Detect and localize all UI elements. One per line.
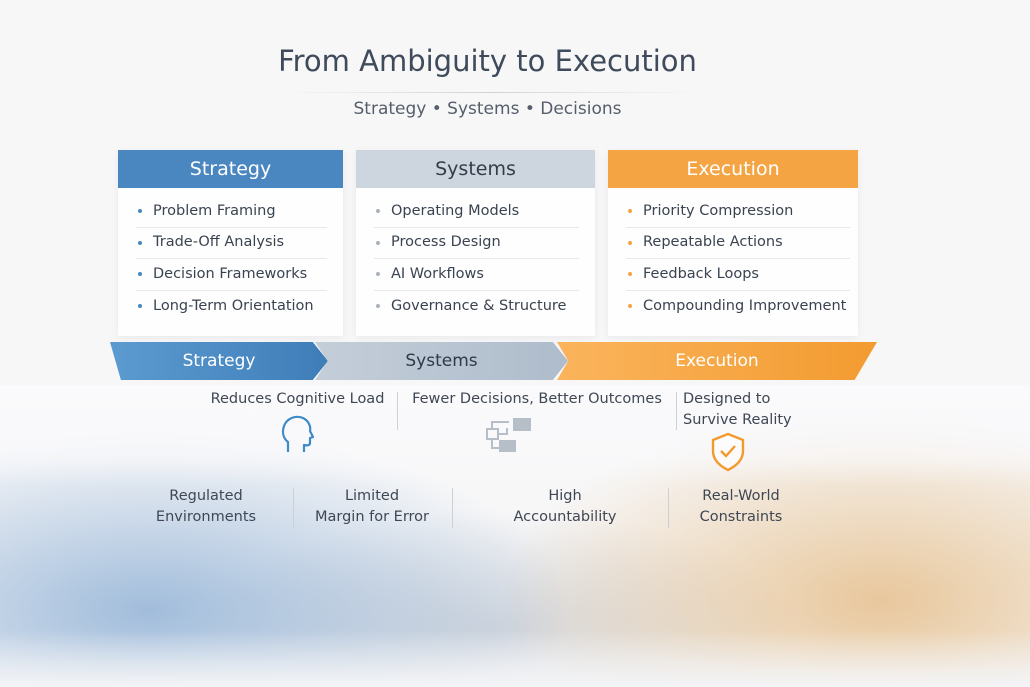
bullet-icon (376, 272, 380, 277)
strategy-card: Strategy Problem Framing Trade-Off Analy… (118, 150, 343, 336)
background-fade (0, 630, 1030, 687)
card-header: Strategy (118, 150, 343, 188)
card-header: Execution (608, 150, 858, 188)
bullet-icon (138, 304, 142, 309)
list-item: Governance & Structure (374, 291, 579, 323)
item-label: Governance & Structure (391, 297, 567, 314)
item-label: Long-Term Orientation (153, 297, 314, 314)
list-item: Decision Frameworks (136, 259, 327, 291)
bullet-icon (138, 240, 142, 245)
context-line: Limited (344, 488, 400, 504)
systems-card: Systems Operating Models Process Design … (356, 150, 595, 336)
list-item: Priority Compression (626, 196, 850, 228)
item-label: AI Workflows (391, 265, 484, 282)
list-item: Problem Framing (136, 196, 327, 228)
bullet-icon (628, 209, 632, 214)
title-divider (280, 92, 700, 93)
flow-label: Execution (675, 351, 759, 371)
item-label: Process Design (391, 234, 501, 251)
bullet-icon (376, 304, 380, 309)
context-line: Accountability (513, 509, 617, 525)
divider (293, 488, 294, 528)
item-label: Trade-Off Analysis (153, 234, 285, 251)
head-icon (281, 415, 315, 452)
benefit-line: Designed to (683, 391, 771, 407)
list-item: AI Workflows (374, 259, 579, 291)
context-line: Regulated (169, 488, 243, 504)
item-label: Compounding Improvement (643, 297, 847, 314)
subtitle: Strategy • Systems • Decisions (353, 99, 622, 119)
benefit-line: Survive Reality (683, 412, 792, 428)
divider (452, 488, 453, 528)
card-header: Systems (356, 150, 595, 188)
page-title: From Ambiguity to Execution (278, 44, 697, 78)
workflow-icon (486, 418, 531, 452)
context-line: Real-World (702, 488, 780, 504)
context-line: High (548, 488, 582, 504)
bullet-icon (628, 240, 632, 245)
list-item: Process Design (374, 228, 579, 259)
divider (668, 488, 669, 528)
divider (676, 392, 677, 430)
benefit-label: Designed to Survive Reality (683, 389, 792, 431)
list-item: Trade-Off Analysis (136, 228, 327, 259)
flow-label: Systems (405, 351, 478, 371)
item-label: Priority Compression (643, 202, 794, 219)
list-item: Long-Term Orientation (136, 291, 327, 323)
flow-step-strategy: Strategy (110, 342, 328, 380)
bullet-icon (376, 209, 380, 214)
bullet-icon (376, 240, 380, 245)
context-line: Environments (155, 509, 257, 525)
benefit-label: Fewer Decisions, Better Outcomes (412, 391, 662, 407)
context-line: Margin for Error (314, 509, 430, 525)
item-label: Problem Framing (153, 202, 276, 219)
list-item: Repeatable Actions (626, 228, 850, 259)
item-label: Feedback Loops (643, 265, 759, 282)
shield-check-icon (711, 432, 745, 472)
context-line: Constraints (699, 509, 783, 525)
divider (397, 392, 398, 430)
list-item: Compounding Improvement (626, 291, 850, 323)
item-label: Repeatable Actions (643, 234, 783, 251)
bullet-icon (138, 272, 142, 277)
list-item: Feedback Loops (626, 259, 850, 291)
bullet-icon (628, 304, 632, 309)
flow-step-execution: Execution (557, 342, 877, 380)
benefit-label: Reduces Cognitive Load (210, 391, 385, 407)
item-label: Decision Frameworks (153, 265, 308, 282)
execution-card: Execution Priority Compression Repeatabl… (608, 150, 858, 336)
background-band (0, 385, 1030, 485)
bullet-icon (628, 272, 632, 277)
bullet-icon (138, 209, 142, 214)
list-item: Operating Models (374, 196, 579, 228)
item-label: Operating Models (391, 202, 520, 219)
flow-step-systems: Systems (315, 342, 568, 380)
flow-label: Strategy (182, 351, 256, 371)
